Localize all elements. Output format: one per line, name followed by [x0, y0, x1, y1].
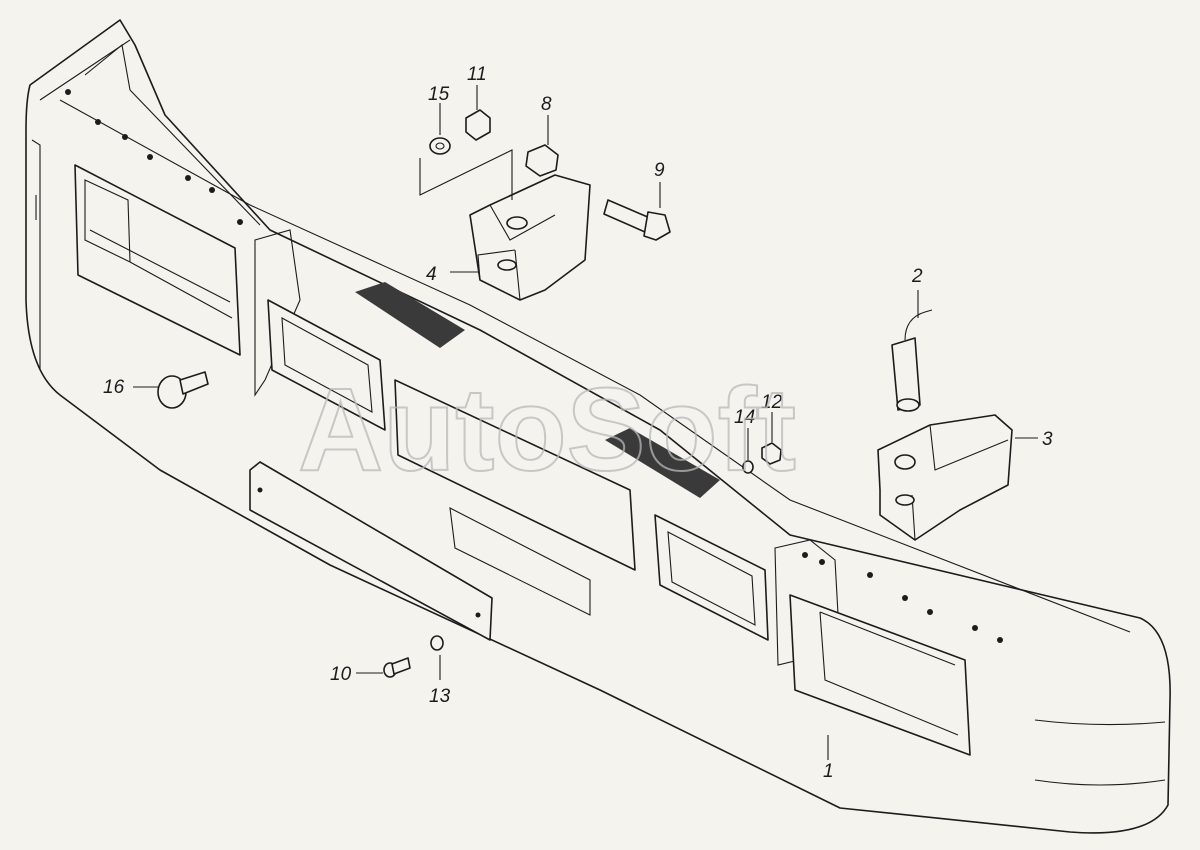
callout-10: 10 — [330, 664, 352, 685]
left-headlamp-opening — [74, 164, 241, 356]
callout-14: 14 — [734, 407, 755, 428]
right-foglamp-opening — [654, 514, 769, 641]
bumper-mounting-holes — [65, 89, 1003, 643]
callout-12: 12 — [761, 392, 783, 413]
flange-nut-part-8 — [525, 144, 559, 177]
washer-part-15 — [429, 137, 451, 155]
watermark-text: AutoSoft — [298, 364, 796, 496]
plate-hole-left — [257, 487, 263, 493]
pin-part-2 — [891, 309, 933, 412]
nut-part-12 — [761, 442, 782, 465]
callout-13: 13 — [429, 686, 451, 707]
left-foglamp-opening — [267, 299, 386, 431]
bumper-right-grooves — [1034, 719, 1166, 786]
plate-hole-right — [475, 612, 481, 618]
reinforcement-pad-left — [355, 282, 465, 348]
center-grille-lower — [449, 507, 591, 616]
callout-labels: 1 2 3 4 8 9 10 11 12 13 14 15 16 — [103, 64, 1053, 782]
bumper-joint-right — [774, 539, 841, 666]
callout-4: 4 — [426, 264, 437, 285]
washer-part-14 — [742, 460, 754, 474]
callout-8: 8 — [541, 94, 552, 115]
callout-11: 11 — [467, 64, 487, 85]
bolt-part-9 — [603, 199, 671, 241]
right-foglamp-inner — [667, 531, 756, 626]
center-grille-opening — [394, 379, 636, 571]
callout-16: 16 — [103, 377, 125, 398]
right-headlamp-inner — [819, 611, 959, 736]
bracket-right-part-3 — [877, 414, 1013, 541]
nut-part-11 — [465, 109, 491, 141]
screw-part-10 — [383, 657, 411, 678]
callout-15: 15 — [428, 84, 450, 105]
assembly-guide-line — [419, 149, 513, 200]
leader-lines — [133, 85, 1038, 760]
bumper-left-end — [31, 139, 41, 370]
right-headlamp-opening — [789, 594, 971, 756]
bolt-part-16 — [157, 371, 209, 409]
number-plate-panel — [249, 461, 493, 641]
left-headlamp-inner — [84, 179, 233, 319]
callout-3: 3 — [1042, 429, 1053, 450]
bumper-top-rim — [84, 43, 261, 226]
bracket-left-part-4 — [469, 174, 591, 301]
left-foglamp-inner — [281, 317, 373, 413]
bumper-assembly — [25, 19, 1171, 834]
callout-1: 1 — [823, 761, 834, 782]
reinforcement-pad-right — [605, 428, 720, 498]
washer-part-13 — [430, 635, 444, 651]
callout-9: 9 — [654, 160, 665, 181]
callout-2: 2 — [911, 266, 923, 287]
